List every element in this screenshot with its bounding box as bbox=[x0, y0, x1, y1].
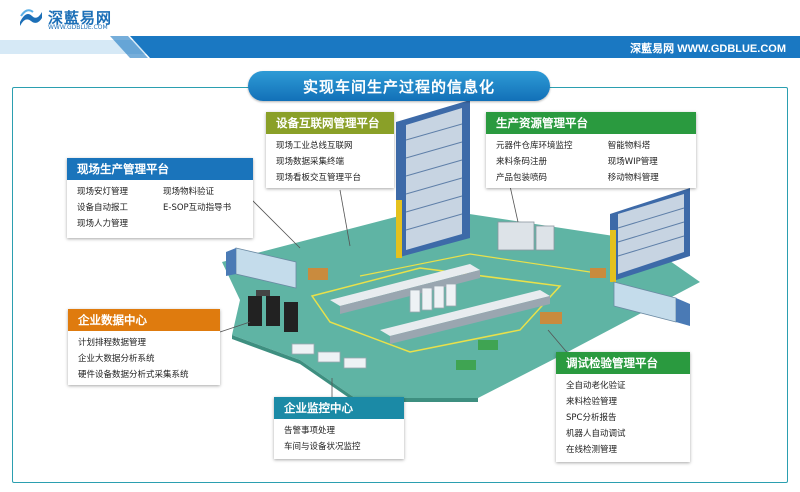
list-item: 计划排程数据管理 bbox=[78, 338, 147, 348]
panel-inspection-title: 调试检验管理平台 bbox=[556, 352, 690, 374]
panel-onsite-production-items: 现场安灯管理 现场物料验证 设备自动报工 E-SOP互动指导书 现场人力管理 bbox=[67, 180, 253, 236]
list-item: 机器人自动调试 bbox=[566, 429, 626, 439]
monitoring-desks bbox=[291, 343, 367, 369]
panel-onsite-production-title: 现场生产管理平台 bbox=[67, 158, 253, 180]
list-item: 车间与设备状况监控 bbox=[284, 442, 361, 452]
truck-left bbox=[226, 247, 297, 289]
list-item: 来料条码注册 bbox=[496, 157, 548, 167]
list-item: 在线检测管理 bbox=[566, 445, 618, 455]
list-item: 现场WIP管理 bbox=[607, 157, 658, 167]
logo-text: 深藍易网 bbox=[48, 8, 113, 27]
panel-resource-title: 生产资源管理平台 bbox=[486, 112, 696, 134]
environment-chamber bbox=[497, 221, 555, 251]
panel-iot-items: 现场工业总线互联网 现场数据采集终端 现场看板交互管理平台 bbox=[266, 134, 394, 190]
list-item: 硬件设备数据分析式采集系统 bbox=[78, 370, 189, 380]
green-carts bbox=[456, 340, 498, 370]
factory-floor bbox=[222, 208, 700, 398]
list-item: 现场人力管理 bbox=[77, 219, 129, 229]
list-item: 告警事项处理 bbox=[284, 426, 336, 436]
panel-monitor-center-items: 告警事项处理 车间与设备状况监控 bbox=[274, 419, 404, 459]
panel-inspection: 调试检验管理平台 全自动老化验证 来料检验管理 SPC分析报告 机器人自动调试 … bbox=[556, 352, 690, 462]
panel-inspection-items: 全自动老化验证 来料检验管理 SPC分析报告 机器人自动调试 在线检测管理 bbox=[556, 374, 690, 462]
logo-wave-icon bbox=[18, 6, 44, 28]
production-line-2 bbox=[380, 290, 550, 344]
storage-rack-left bbox=[396, 100, 470, 258]
header-blue-band bbox=[0, 36, 800, 58]
panel-data-center: 企业数据中心 计划排程数据管理 企业大数据分析系统 硬件设备数据分析式采集系统 bbox=[68, 309, 220, 385]
list-item: 现场数据采集终端 bbox=[276, 157, 345, 167]
panel-iot: 设备互联网管理平台 现场工业总线互联网 现场数据采集终端 现场看板交互管理平台 bbox=[266, 112, 394, 188]
list-item: 智能物料塔 bbox=[607, 141, 651, 151]
list-item: E-SOP互动指导书 bbox=[163, 203, 232, 213]
logo[interactable]: 深藍易网 bbox=[18, 6, 112, 28]
cargo-boxes bbox=[308, 268, 606, 324]
list-item: 现场物料验证 bbox=[163, 187, 215, 197]
list-item: 设备自动报工 bbox=[77, 203, 129, 213]
panel-resource-items: 元器件仓库环境监控 智能物料塔 来料条码注册 现场WIP管理 产品包装喷码 移动… bbox=[486, 134, 696, 190]
list-item: 现场安灯管理 bbox=[77, 187, 129, 197]
panel-data-center-items: 计划排程数据管理 企业大数据分析系统 硬件设备数据分析式采集系统 bbox=[68, 331, 220, 387]
floor-path-lines bbox=[310, 267, 562, 353]
list-item: 现场看板交互管理平台 bbox=[276, 173, 362, 183]
header-band-text: 深藍易网 WWW.GDBLUE.COM bbox=[630, 43, 786, 55]
list-item: 企业大数据分析系统 bbox=[78, 354, 155, 364]
panel-monitor-center: 企业监控中心 告警事项处理 车间与设备状况监控 bbox=[274, 397, 404, 459]
header-bar bbox=[0, 0, 800, 36]
panel-data-center-title: 企业数据中心 bbox=[68, 309, 220, 331]
storage-rack-right bbox=[610, 188, 690, 282]
list-item: 移动物料管理 bbox=[607, 173, 659, 183]
panel-connector-lines bbox=[219, 185, 571, 398]
list-item: SPC分析报告 bbox=[566, 413, 617, 423]
page-title: 实现车间生产过程的信息化 bbox=[248, 71, 550, 101]
panel-monitor-center-title: 企业监控中心 bbox=[274, 397, 404, 419]
list-item: 来料检验管理 bbox=[566, 397, 618, 407]
panel-iot-title: 设备互联网管理平台 bbox=[266, 112, 394, 134]
list-item: 产品包装喷码 bbox=[496, 173, 548, 183]
panel-onsite-production: 现场生产管理平台 现场安灯管理 现场物料验证 设备自动报工 E-SOP互动指导书… bbox=[67, 158, 253, 238]
list-item: 全自动老化验证 bbox=[566, 381, 626, 391]
list-item: 元器件仓库环境监控 bbox=[496, 141, 573, 151]
truck-right bbox=[613, 281, 690, 326]
panel-resource: 生产资源管理平台 元器件仓库环境监控 智能物料塔 来料条码注册 现场WIP管理 … bbox=[486, 112, 696, 188]
server-racks bbox=[248, 290, 298, 332]
logo-subtitle: WWW.GDBLUE.COM bbox=[48, 24, 108, 31]
test-cabinets bbox=[409, 283, 457, 313]
list-item: 现场工业总线互联网 bbox=[276, 141, 353, 151]
